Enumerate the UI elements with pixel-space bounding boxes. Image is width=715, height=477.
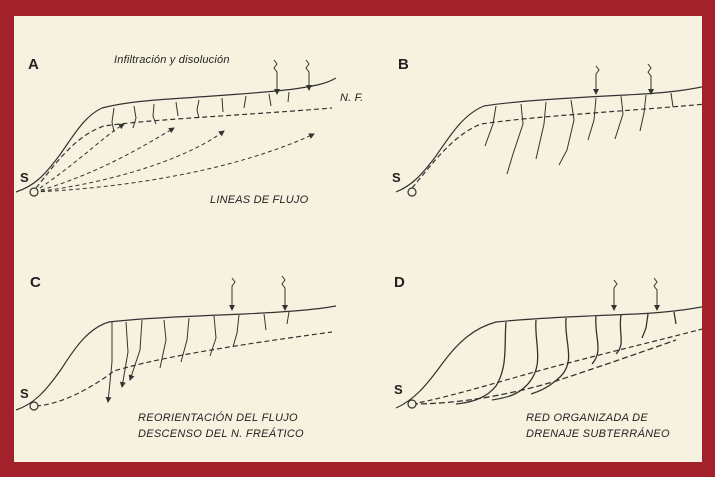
panel-a-flow-lines-label: LINEAS DE FLUJO [210, 194, 308, 206]
panel-d-letter: D [394, 274, 405, 291]
panel-c-caption-line2: DESCENSO DEL N. FREÁTICO [138, 426, 304, 442]
panel-b-drawing [396, 64, 702, 196]
panel-d-conduits [412, 312, 676, 404]
panel-b-rain-arrows [596, 64, 651, 94]
panel-c-rain-arrows [232, 276, 285, 310]
panel-c-spring [30, 402, 38, 410]
panel-b-source-letter: S [392, 170, 401, 185]
panel-a-spring [30, 188, 38, 196]
panel-d-rain-arrows [614, 278, 657, 310]
panel-c-surface [16, 306, 336, 410]
panel-c-letter: C [30, 274, 41, 291]
panel-b-water-table [412, 104, 702, 188]
panel-d-spring [408, 400, 416, 408]
panel-d-surface [396, 304, 702, 408]
panel-a-surface [16, 78, 336, 192]
figure-frame: A Infiltración y disolución N. F. S LINE… [14, 16, 702, 462]
panel-c-source-letter: S [20, 386, 29, 401]
panel-a-water-table-label: N. F. [340, 92, 363, 104]
panel-a-infiltration-label: Infiltración y disolución [114, 54, 230, 66]
panel-a-drawing [16, 60, 336, 196]
panel-d-caption-line1: RED ORGANIZADA DE [526, 410, 648, 426]
panel-c-drawing [16, 276, 336, 410]
panel-d-source-letter: S [394, 382, 403, 397]
karst-evolution-drawing [14, 16, 702, 462]
panel-a-letter: A [28, 56, 39, 73]
panel-a-flow-lines [34, 124, 314, 192]
panel-a-source-letter: S [20, 170, 29, 185]
panel-b-spring [408, 188, 416, 196]
panel-d-caption-line2: DRENAJE SUBTERRÁNEO [526, 426, 670, 442]
panel-b-conduits [485, 93, 673, 174]
panel-d-drawing [396, 278, 702, 408]
panel-d-water-table [412, 326, 702, 404]
panel-a-fissures [112, 92, 289, 132]
panel-c-conduits [108, 312, 289, 402]
panel-c-caption-line1: REORIENTACIÓN DEL FLUJO [138, 410, 298, 426]
panel-b-letter: B [398, 56, 409, 73]
panel-b-surface [396, 84, 702, 192]
